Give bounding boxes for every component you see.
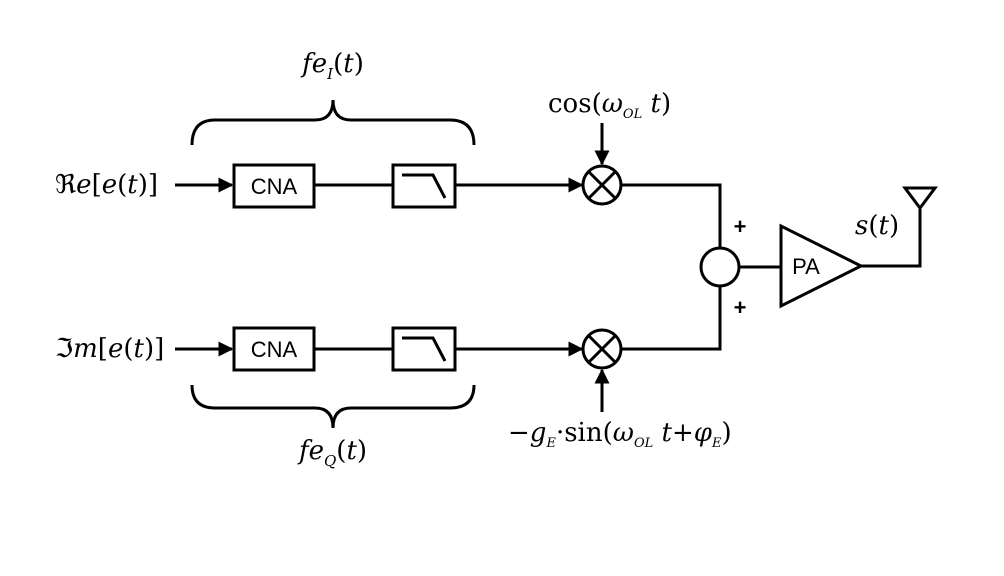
input-imag-label: ℑm[e(t)] [55,334,164,364]
bottom-brace-label: feQ(t) [297,436,367,470]
bottom-brace [190,384,476,429]
output-label: s(t) [855,211,899,241]
summer-node [699,246,741,288]
lowpass-filter-q-icon [402,336,447,362]
summer-top-sign: + [734,214,747,239]
sin-carrier-label: −gE·sin(ωOL t+φE) [508,418,732,451]
input-real-label: ℜe[e(t)] [55,170,158,200]
lowpass-filter-q [391,326,457,372]
dac-i-label: CNA [251,174,298,199]
cos-carrier-label: cos(ωOL t) [548,89,671,122]
mixer-q-cross-b [587,334,617,364]
lowpass-filter-i [391,163,457,209]
pa-to-antenna-wire [861,208,922,268]
antenna-icon [902,186,938,211]
summer-bottom-sign: + [734,295,747,320]
mixer-i-cross-b [587,170,617,200]
lowpass-filter-i-icon [402,173,447,199]
top-brace-label: feI(t) [300,49,364,83]
mixer-i-to-summer-wire [621,183,722,248]
pa-label: PA [792,254,820,279]
mixer-q-to-summer-wire [621,286,722,351]
pa-amplifier [779,223,865,309]
dac-q-label: CNA [251,337,298,362]
top-brace [190,99,476,146]
